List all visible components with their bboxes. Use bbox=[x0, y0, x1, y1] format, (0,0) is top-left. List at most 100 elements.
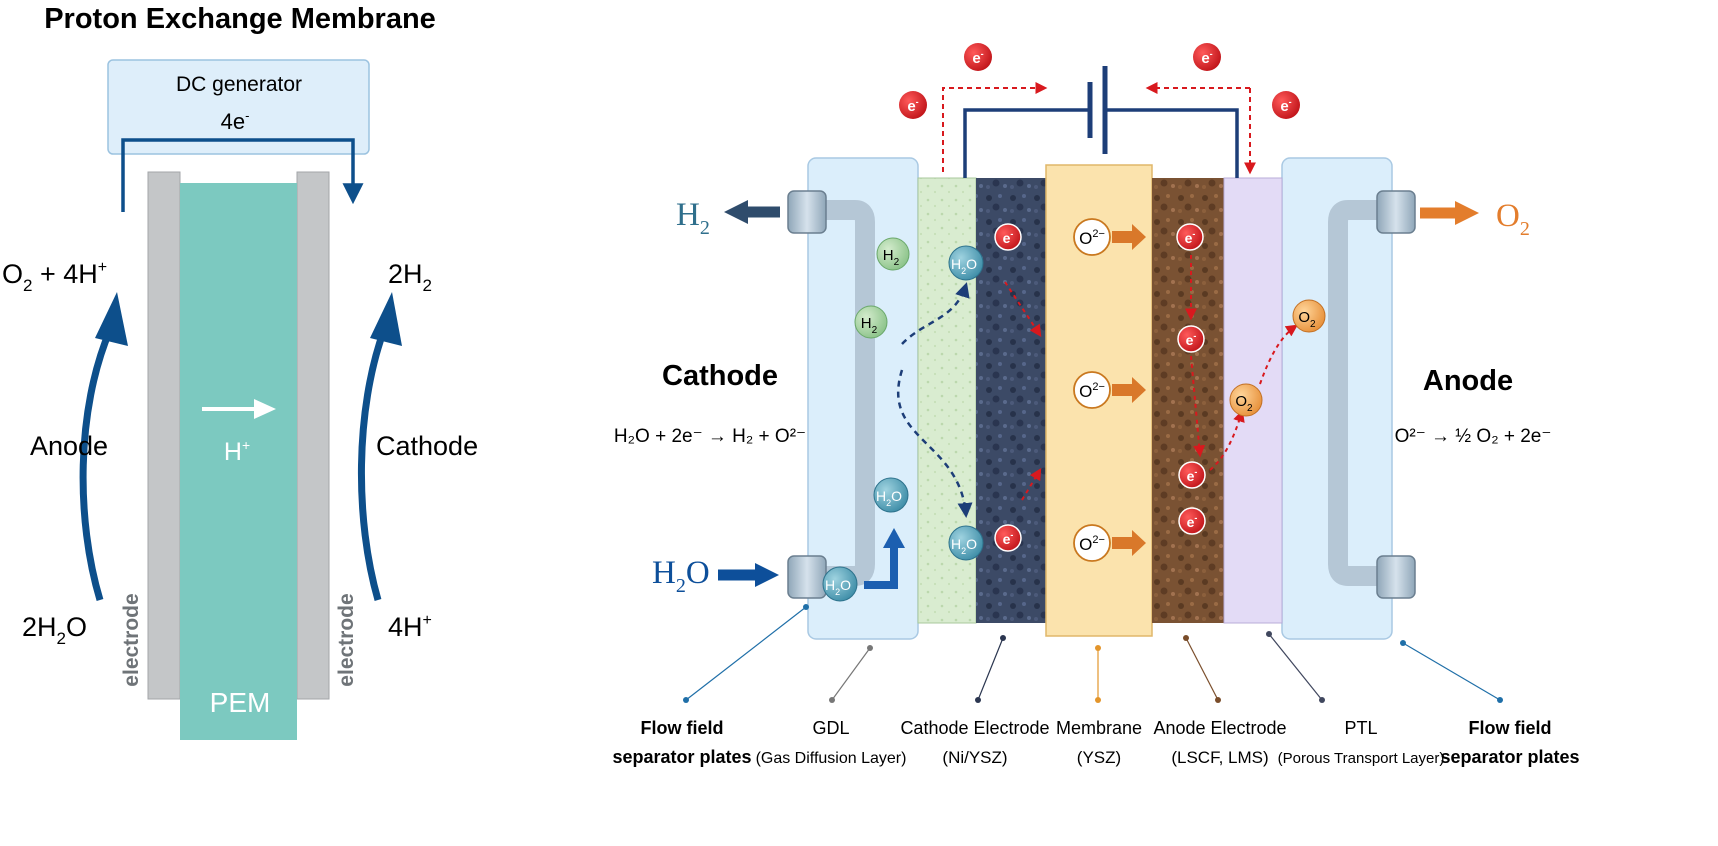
electrode-right-label: electrode bbox=[335, 593, 358, 686]
electrode-left bbox=[147, 171, 181, 700]
soec-cathode-title: Cathode bbox=[662, 360, 778, 392]
dc-generator-label: DC generator bbox=[176, 73, 302, 96]
cathode-curved-arrow-head bbox=[370, 292, 402, 346]
water-molecule-cathode-bottom: H2O bbox=[948, 525, 984, 561]
electron-external-3: e- bbox=[1193, 43, 1221, 71]
anode-reactant: 2H2O bbox=[22, 612, 87, 648]
svg-text:e-: e- bbox=[1003, 530, 1014, 547]
cathode-equation: H₂O + 2e⁻ → H₂ + O²⁻ bbox=[614, 426, 806, 447]
svg-text:e-: e- bbox=[1003, 229, 1014, 246]
cathode-inlet-pipe bbox=[787, 555, 827, 599]
svg-text:O2−: O2− bbox=[1079, 228, 1105, 248]
svg-text:H2O: H2O bbox=[876, 488, 902, 508]
cathode-flow-channel bbox=[826, 200, 875, 586]
svg-text:e-: e- bbox=[1187, 467, 1198, 484]
cathode-reactant: 4H+ bbox=[388, 612, 432, 642]
h2-outlet-label: H2 bbox=[676, 197, 710, 239]
svg-text:O2−: O2− bbox=[1079, 534, 1105, 554]
proton-label: H+ bbox=[224, 437, 250, 466]
water-upflow-arrow bbox=[864, 545, 898, 589]
svg-text:Flow field: Flow field bbox=[641, 718, 724, 738]
svg-text:Cathode Electrode: Cathode Electrode bbox=[900, 718, 1049, 738]
external-circuit-wire bbox=[121, 138, 364, 212]
dc-electron-count: 4e- bbox=[221, 108, 250, 134]
layer-label-gdl: GDL (Gas Diffusion Layer) bbox=[756, 718, 907, 767]
proton-arrow-head bbox=[254, 399, 276, 419]
svg-text:H2: H2 bbox=[883, 247, 900, 268]
water-molecule-cathode-top: H2O bbox=[948, 245, 984, 281]
pem-membrane bbox=[180, 183, 297, 740]
electron-to-membrane-top bbox=[1004, 281, 1042, 338]
cathode-curved-arrow bbox=[357, 328, 388, 601]
svg-text:(Porous Transport Layer): (Porous Transport Layer) bbox=[1278, 750, 1445, 767]
layer-label-membrane: Membrane (YSZ) bbox=[1056, 718, 1142, 767]
layer-label-cathode-electrode: Cathode Electrode (Ni/YSZ) bbox=[900, 718, 1049, 767]
o2-molecule-plate: O2 bbox=[1292, 299, 1326, 333]
svg-text:O2: O2 bbox=[1235, 393, 1253, 414]
layer-label-ptl: PTL (Porous Transport Layer) bbox=[1278, 718, 1445, 767]
svg-text:(LSCF, LMS): (LSCF, LMS) bbox=[1171, 748, 1268, 767]
oxide-ion-2: O2− bbox=[1073, 371, 1146, 409]
svg-text:e-: e- bbox=[1185, 229, 1196, 246]
o2-outlet-label: O2 bbox=[1496, 198, 1530, 240]
electron-external-2: e- bbox=[899, 91, 927, 119]
svg-text:Membrane: Membrane bbox=[1056, 718, 1142, 738]
svg-text:(YSZ): (YSZ) bbox=[1077, 748, 1121, 767]
electron-anode-3: e- bbox=[1178, 461, 1206, 489]
oxide-ion-1: O2− bbox=[1073, 218, 1146, 256]
layer-label-flow-field-left: Flow field separator plates bbox=[612, 718, 751, 767]
electron-anode-4: e- bbox=[1178, 507, 1206, 535]
anode-equation: O²⁻ → ½ O₂ + 2e⁻ bbox=[1395, 426, 1552, 447]
cathode-label: Cathode bbox=[376, 431, 478, 461]
svg-text:PTL: PTL bbox=[1344, 718, 1377, 738]
svg-text:e-: e- bbox=[972, 49, 983, 67]
svg-text:(Gas Diffusion Layer): (Gas Diffusion Layer) bbox=[756, 750, 907, 767]
svg-text:GDL: GDL bbox=[812, 718, 849, 738]
h2-molecule-2: H2 bbox=[854, 305, 888, 339]
electron-external-1: e- bbox=[964, 43, 992, 71]
svg-text:e-: e- bbox=[1280, 97, 1291, 115]
water-molecule-inlet: H2O bbox=[822, 566, 858, 602]
left-title: Proton Exchange Membrane bbox=[44, 3, 436, 35]
anode-curved-arrow-head bbox=[95, 292, 128, 346]
o2-molecule-ptl: O2 bbox=[1229, 383, 1263, 417]
electron-cathode-bottom: e- bbox=[994, 524, 1022, 552]
soec-anode-title: Anode bbox=[1423, 365, 1513, 397]
svg-text:separator plates: separator plates bbox=[612, 747, 751, 767]
o2-formation-path-2 bbox=[1259, 324, 1298, 385]
h2o-inlet-label: H2O bbox=[652, 555, 710, 597]
electron-external-4: e- bbox=[1272, 91, 1300, 119]
svg-text:e-: e- bbox=[1186, 331, 1197, 348]
circuit-wire-left bbox=[963, 108, 1090, 178]
svg-text:H2O: H2O bbox=[951, 256, 977, 276]
layer-label-anode-electrode: Anode Electrode (LSCF, LMS) bbox=[1153, 718, 1286, 767]
layer-label-flow-field-right: Flow field separator plates bbox=[1440, 718, 1579, 767]
svg-text:e-: e- bbox=[1187, 513, 1198, 530]
h2-molecule-1: H2 bbox=[876, 237, 910, 271]
o2-formation-path-1 bbox=[1209, 409, 1245, 471]
svg-text:O2: O2 bbox=[1298, 309, 1316, 330]
anode-outlet-pipe-bottom bbox=[1376, 555, 1416, 599]
svg-text:(Ni/YSZ): (Ni/YSZ) bbox=[942, 748, 1007, 767]
dc-generator-box bbox=[107, 59, 370, 155]
anode-curved-arrow bbox=[79, 328, 114, 602]
svg-text:H2O: H2O bbox=[825, 577, 851, 597]
circuit-wire-right bbox=[1105, 108, 1239, 178]
svg-text:H2O: H2O bbox=[951, 536, 977, 556]
anode-flow-channel bbox=[1328, 200, 1377, 586]
svg-text:O2−: O2− bbox=[1079, 381, 1105, 401]
svg-text:Anode Electrode: Anode Electrode bbox=[1153, 718, 1286, 738]
water-flow-to-cathode-bottom bbox=[896, 369, 973, 518]
electrode-right bbox=[296, 171, 330, 700]
electron-cathode-top: e- bbox=[994, 223, 1022, 251]
cathode-outlet-pipe bbox=[787, 190, 827, 234]
svg-text:e-: e- bbox=[907, 97, 918, 115]
electron-anode-1: e- bbox=[1176, 223, 1204, 251]
pem-label: PEM bbox=[210, 687, 271, 718]
leader-lines bbox=[683, 604, 1503, 703]
water-molecule-plate: H2O bbox=[873, 477, 909, 513]
anode-electron-down-2 bbox=[1190, 355, 1206, 458]
anode-outlet-pipe-top bbox=[1376, 190, 1416, 234]
o2-outlet-arrow-head bbox=[1455, 201, 1479, 225]
